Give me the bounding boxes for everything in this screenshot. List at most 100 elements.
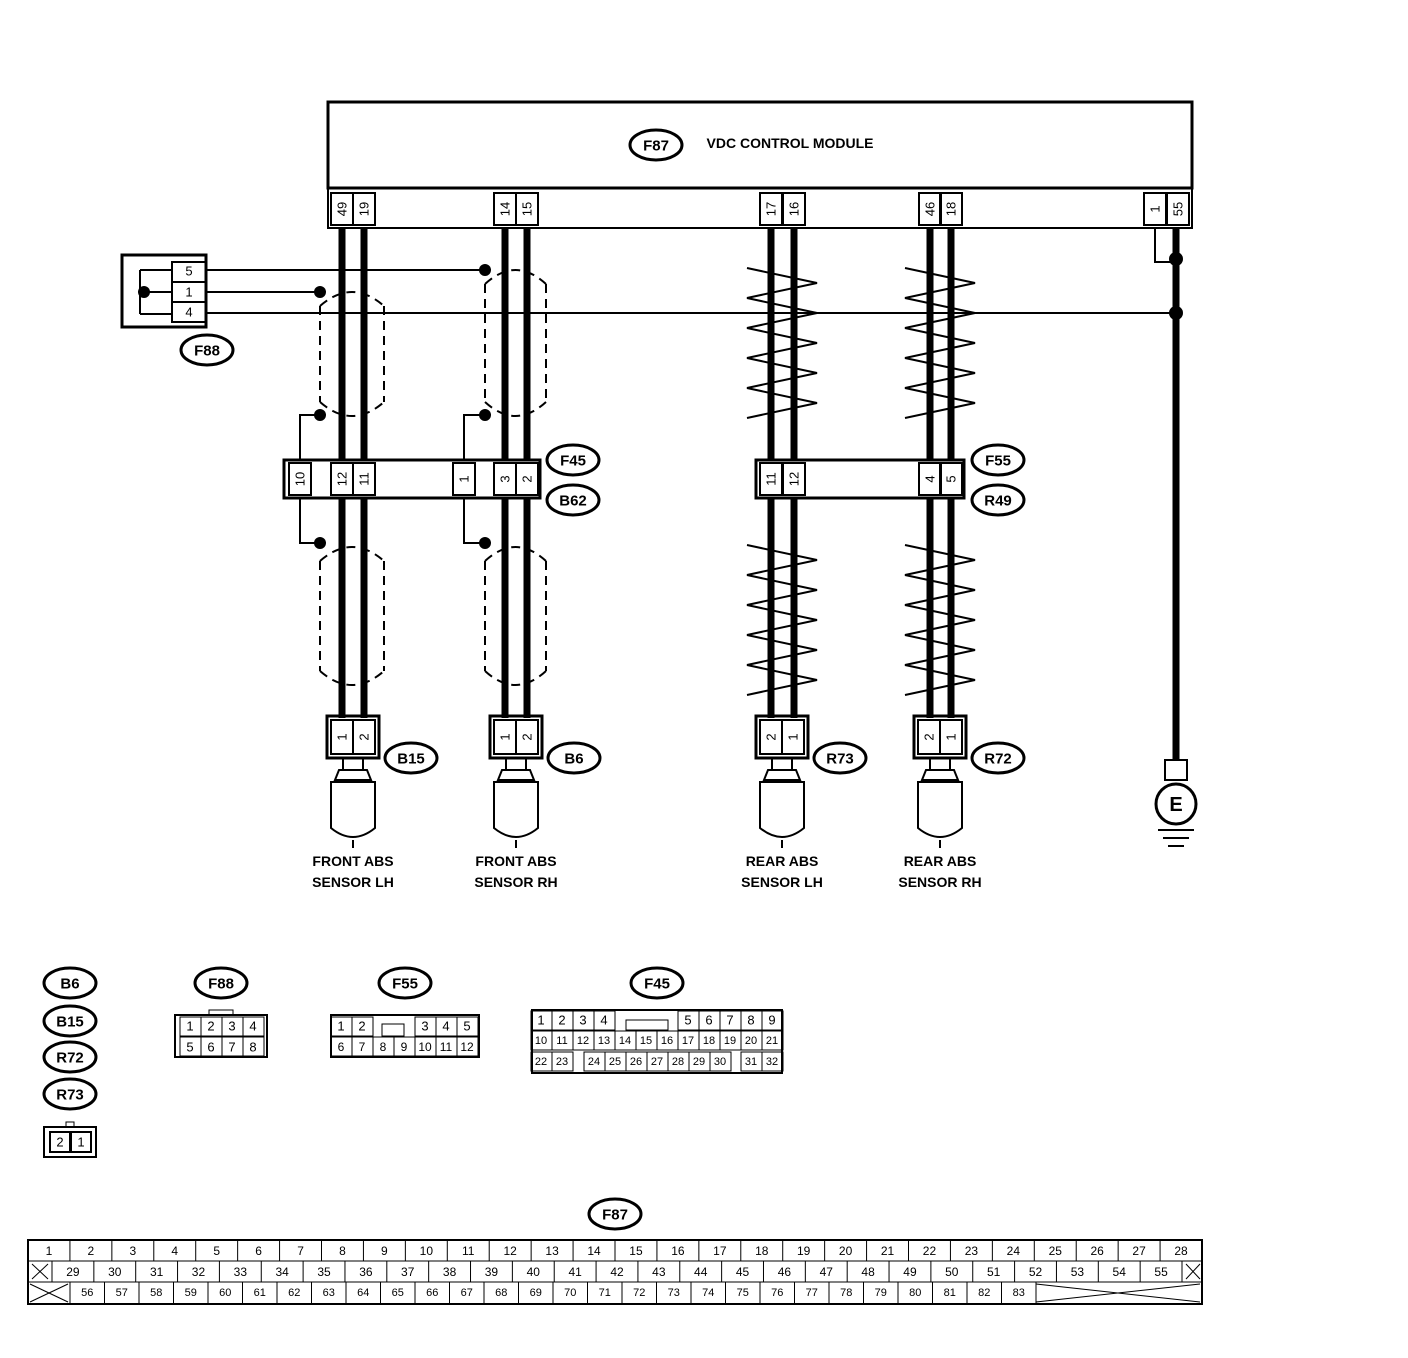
- sensor-r73-name-line2: SENSOR LH: [741, 874, 823, 890]
- legend-f87-pin: 45: [736, 1265, 750, 1279]
- legend-f87-pin: 5: [213, 1244, 220, 1258]
- shield-top: [319, 546, 385, 562]
- junction-front-pin-1: 1: [457, 475, 472, 482]
- vdc-pin-55: 55: [1171, 202, 1186, 216]
- vdc-pin-cell: [515, 192, 539, 226]
- legend-f88-pin: 5: [186, 1040, 193, 1055]
- junction-pin-cell: [288, 462, 312, 496]
- legend-f87-pin: 26: [1090, 1244, 1104, 1258]
- legend-f87-pin: 52: [1029, 1265, 1043, 1279]
- legend-f87-pin: 3: [129, 1244, 136, 1258]
- f55-id-label: F55: [985, 453, 1011, 470]
- sensor-r72-neck: [929, 757, 951, 771]
- vdc-pin-16: 16: [787, 202, 802, 216]
- legend-f87-pin: 32: [192, 1265, 206, 1279]
- legend-f87-pin: 81: [944, 1287, 956, 1299]
- shield-bottom: [484, 670, 547, 686]
- legend-f87-pin: 61: [254, 1287, 266, 1299]
- legend-f55-pin: 2: [358, 1019, 365, 1034]
- shield-top: [484, 269, 547, 285]
- vdc-pin-18: 18: [944, 202, 959, 216]
- legend-f88-pin: 3: [228, 1019, 235, 1034]
- legend-f87-pin: 13: [545, 1244, 559, 1258]
- drain-wire: [463, 498, 485, 544]
- legend-f87-pin: 35: [317, 1265, 331, 1279]
- legend-f87-pin: 57: [116, 1287, 128, 1299]
- sensor-b15-pin: 1: [335, 733, 350, 740]
- legend-f87-pin: 47: [820, 1265, 834, 1279]
- junction-front-pin-2: 2: [520, 475, 535, 482]
- legend-f87-pin: 34: [276, 1265, 290, 1279]
- legend-f87-pin: 64: [357, 1287, 369, 1299]
- legend-f88-id-oval: [193, 966, 249, 1000]
- sensor-r72-name-line2: SENSOR RH: [898, 874, 981, 890]
- legend-f87-pin: 73: [668, 1287, 680, 1299]
- legend-f87-pin: 78: [840, 1287, 852, 1299]
- legend-f45-pin: 16: [661, 1035, 673, 1047]
- legend-f87-pin: 37: [401, 1265, 415, 1279]
- legend-f45-pin: 13: [598, 1035, 610, 1047]
- twisted-pair-winding: [904, 267, 976, 419]
- legend-f55-cell: [456, 1016, 479, 1037]
- drain-wire: [299, 414, 320, 460]
- legend-f45-pin: 22: [535, 1056, 547, 1068]
- legend-f45-pin: 17: [682, 1035, 694, 1047]
- legend-f45-pin: 1: [537, 1013, 544, 1028]
- legend-sensor-pin-label: 1: [77, 1135, 84, 1150]
- sensor-b15-pin: 2: [357, 733, 372, 740]
- legend-f87-blank: [29, 1283, 69, 1303]
- legend-f87-pin: 76: [771, 1287, 783, 1299]
- vdc-module-id-label: F87: [643, 138, 669, 155]
- legend-f87-pin: 2: [88, 1244, 95, 1258]
- legend-f87-blank: [31, 1263, 49, 1280]
- legend-f87-pin: 4: [171, 1244, 178, 1258]
- legend-f87-pin: 8: [339, 1244, 346, 1258]
- legend-f87-pin: 10: [420, 1244, 434, 1258]
- legend-f87-pin: 58: [150, 1287, 162, 1299]
- legend-f87-pin: 53: [1071, 1265, 1085, 1279]
- r49-id-label: R49: [984, 493, 1012, 510]
- f88-junction: [138, 286, 150, 298]
- legend-f45-pin: 20: [745, 1035, 757, 1047]
- legend-f88-key: [208, 1009, 234, 1016]
- twisted-pair-winding: [746, 544, 818, 696]
- vdc-pin-17: 17: [764, 202, 779, 216]
- legend-f87-pin: 25: [1049, 1244, 1063, 1258]
- sensor-r72-pin: 1: [944, 733, 959, 740]
- junction-pin-cell: [452, 462, 476, 496]
- legend-f87-pin: 18: [755, 1244, 769, 1258]
- legend-f45-pin: 5: [684, 1013, 691, 1028]
- junction-f45-b62: [282, 458, 542, 500]
- legend-f45-pin: 10: [535, 1035, 547, 1047]
- legend-f45-pin: 18: [703, 1035, 715, 1047]
- legend-id-r72-label: R72: [56, 1050, 84, 1067]
- legend-f87-pin: 59: [185, 1287, 197, 1299]
- b62-id-oval: [545, 483, 601, 517]
- legend-f87-pin: 36: [359, 1265, 373, 1279]
- legend-f87-pin: 29: [66, 1265, 80, 1279]
- legend-f87-pin: 9: [381, 1244, 388, 1258]
- legend-f87-pin: 68: [495, 1287, 507, 1299]
- legend-f87-pin: 40: [527, 1265, 541, 1279]
- junction-rear-pin-12: 12: [787, 472, 802, 486]
- legend-f87-pin: 17: [713, 1244, 727, 1258]
- legend-f87-pin: 49: [903, 1265, 917, 1279]
- sensor-b6-pin: 2: [520, 733, 535, 740]
- drain-wire: [463, 414, 485, 460]
- legend-f45-pin: 11: [556, 1035, 567, 1047]
- legend-f55-pin: 11: [440, 1040, 453, 1054]
- legend-f87-pin: 33: [234, 1265, 248, 1279]
- legend-f45-pin: 24: [588, 1056, 600, 1068]
- sensor-b6-id-oval: [546, 741, 602, 775]
- legend-f45-pin: 25: [609, 1056, 621, 1068]
- sensor-b6-name-line1: FRONT ABS: [475, 853, 556, 869]
- legend-f87-id-label: F87: [602, 1207, 628, 1224]
- legend-f88-pin: 7: [228, 1040, 235, 1055]
- drain-wire: [299, 498, 320, 544]
- legend-f55-pin: 8: [380, 1040, 387, 1054]
- legend-f45-cell: [761, 1051, 784, 1072]
- b62-id-label: B62: [559, 493, 587, 510]
- legend-f87-pin: 38: [443, 1265, 457, 1279]
- junction-pin-cell: [782, 462, 806, 496]
- f88-pin-5: 5: [185, 264, 192, 279]
